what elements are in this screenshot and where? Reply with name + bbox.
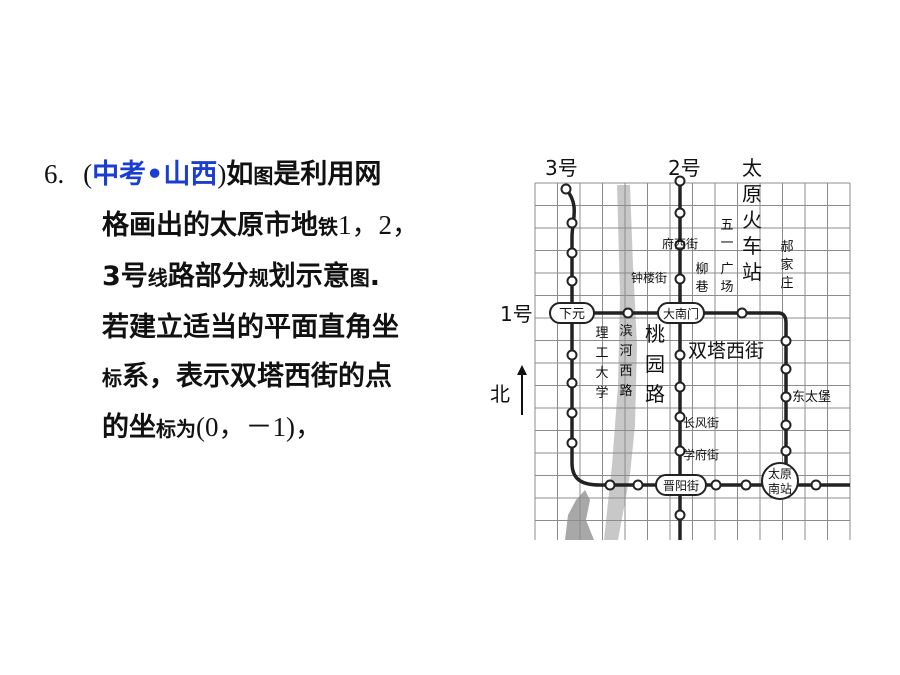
station-danan-men: 大南门 [657,302,705,324]
problem-line-4: 若建立适当的平面直角坐 [102,312,399,343]
north-arrow [517,365,527,415]
svg-text:下元: 下元 [559,307,585,322]
line-3-label: 3号 [545,156,578,180]
svg-text:大: 大 [595,366,608,381]
north-label: 北 [490,382,510,406]
svg-text:大南门: 大南门 [663,306,699,321]
ligong-daxue-label: 理 工 大 学 [595,326,608,401]
svg-text:巷: 巷 [695,280,708,295]
line-2-label: 2号 [668,156,701,180]
svg-text:五: 五 [720,218,733,233]
problem-line-2: 格画出的太原市地铁1，2， [102,210,419,241]
problem-line-3: 3号线路部分规划示意图. [102,261,381,292]
svg-text:太: 太 [742,156,762,180]
svg-text:南站: 南站 [768,481,792,496]
taoyuan-lu-label: 桃 园 路 [645,322,665,406]
problem-line-5: 标系，表示双塔西街的点 [102,361,392,392]
problem-source: 中考•山西 [92,159,218,190]
liu-xiang-label: 柳 巷 [695,262,708,295]
fuxi-jie-label: 府西街 [662,236,698,251]
svg-text:理: 理 [595,326,608,341]
hao-jia-zhuang-label: 郝 家 庄 [780,240,793,291]
line-1-label: 1号 [500,302,533,326]
svg-text:家: 家 [780,257,793,273]
xuefu-jie-label: 学府街 [683,447,719,462]
svg-text:郝: 郝 [780,240,793,255]
svg-text:园: 园 [645,352,665,376]
line-1-route [550,311,788,477]
station-taiyuan-nanzhan: 太原 南站 [761,462,799,500]
svg-text:一: 一 [720,236,733,251]
svg-text:站: 站 [742,260,762,284]
svg-text:桃: 桃 [645,322,665,346]
problem-line-1: 6. (中考•山西)如图是利用网 [44,159,382,190]
svg-text:路: 路 [645,382,665,406]
problem-line-6: 的坐标为(0，－1)， [102,412,322,443]
svg-text:柳: 柳 [695,262,708,277]
metro-map: 下元 大南门 晋阳街 太原 南站 3号 2号 1号 北 府西街 钟楼街 长风街 … [490,156,851,540]
svg-text:工: 工 [595,346,608,361]
svg-text:晋阳街: 晋阳街 [663,479,699,493]
zhonglou-jie-label: 钟楼街 [631,270,667,285]
problem-number: 6. [44,159,65,189]
svg-text:广: 广 [720,262,733,277]
svg-text:西: 西 [619,364,632,379]
svg-text:太原: 太原 [768,466,792,481]
svg-text:路: 路 [619,383,632,399]
problem-text: 6. (中考•山西)如图是利用网 格画出的太原市地铁1，2， 3号线路部分规划示… [44,150,474,454]
shuangta-xijie-label: 双塔西街 [688,340,764,362]
dong-taipu-label: 东太堡 [792,389,831,405]
station-xiayuan: 下元 [549,302,595,324]
stations [560,175,822,521]
wuyi-guangchang-label: 五 一 广 场 [720,218,733,295]
svg-text:场: 场 [720,280,733,295]
svg-text:庄: 庄 [780,275,793,291]
line-3-route [564,187,850,487]
svg-text:火: 火 [742,208,762,232]
station-jinyang-jie: 晋阳街 [655,474,707,496]
svg-text:滨: 滨 [619,323,632,339]
taiyuan-huochezhan-label: 太 原 火 车 站 [742,156,762,284]
svg-text:河: 河 [619,344,632,359]
svg-text:车: 车 [742,234,762,258]
changfeng-jie-label: 长风街 [683,416,719,430]
binhe-xilu-label: 滨 河 西 路 [619,323,632,399]
svg-text:学: 学 [595,385,608,401]
svg-text:原: 原 [742,182,762,206]
